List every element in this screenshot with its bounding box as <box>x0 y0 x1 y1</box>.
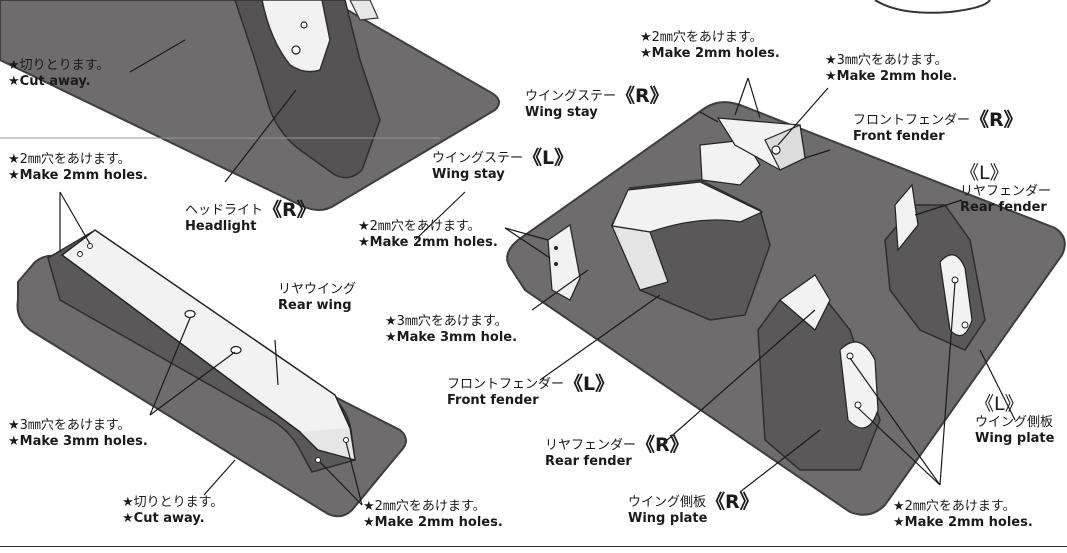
label-holes2-top: ★2㎜穴をあけます。 ★Make 2mm holes. <box>640 30 780 62</box>
main-tray <box>506 101 1066 516</box>
label-front-fender-l-jp: フロントフェンダー <box>447 377 565 392</box>
label-front-fender-l: フロントフェンダー《L》 Front fender <box>447 373 615 409</box>
label-holes2-right-jp: ★2㎜穴をあけます。 <box>893 499 1016 514</box>
label-rear-fender-l-en: Rear fender <box>960 200 1047 215</box>
label-rear-fender-r-side: 《R》 <box>636 434 689 456</box>
label-holes2-bottom-en: ★Make 2mm holes. <box>363 515 503 530</box>
label-holes2-left: ★2㎜穴をあけます。 ★Make 2mm holes. <box>8 152 148 184</box>
label-rear-fender-r-jp: リヤフェンダー <box>545 438 637 453</box>
label-front-fender-l-en: Front fender <box>447 393 539 408</box>
label-cut-away-bottom-en: ★Cut away. <box>122 511 205 526</box>
label-headlight-r-jp: ヘッドライト <box>185 203 264 218</box>
bottom-divider <box>0 546 1067 547</box>
label-rear-fender-r-en: Rear fender <box>545 454 632 469</box>
label-holes2-bottom: ★2㎜穴をあけます。 ★Make 2mm holes. <box>363 499 503 531</box>
label-cut-away-bottom-jp: ★切りとります。 <box>122 495 224 510</box>
rear-wing-tray <box>16 229 407 518</box>
label-wing-plate-r-jp: ウイング側板 <box>628 495 707 510</box>
label-rear-wing-jp: リヤウイング <box>278 282 357 297</box>
label-wing-stay-l-side: 《L》 <box>523 147 574 169</box>
label-wing-stay-r-en: Wing stay <box>525 105 598 120</box>
label-hole3-top-jp: ★3㎜穴をあけます。 <box>825 53 948 68</box>
label-wing-plate-r-side: 《R》 <box>706 491 759 513</box>
label-wing-stay-r-jp: ウイングステー <box>525 89 617 104</box>
label-wing-stay-l-en: Wing stay <box>432 167 505 182</box>
label-holes2-bottom-jp: ★2㎜穴をあけます。 <box>363 499 486 514</box>
label-hole3-top-en: ★Make 2mm hole. <box>825 69 958 84</box>
label-holes2-right-en: ★Make 2mm holes. <box>893 515 1033 530</box>
label-headlight-r-en: Headlight <box>185 219 257 234</box>
label-holes2-mid: ★2㎜穴をあけます。 ★Make 2mm holes. <box>358 219 498 251</box>
label-wing-plate-l-en: Wing plate <box>975 431 1055 446</box>
label-wing-plate-l: 《L》ウイング側板 Wing plate <box>975 393 1055 447</box>
leader-lines <box>59 39 1016 506</box>
label-wing-stay-r: ウイングステー《R》 Wing stay <box>525 85 669 121</box>
label-wing-plate-r-en: Wing plate <box>628 511 708 526</box>
label-rear-fender-l: 《L》リヤフェンダー Rear fender <box>960 162 1052 216</box>
label-cut-away-top-jp: ★切りとります。 <box>8 58 110 73</box>
label-front-fender-r-side: 《R》 <box>970 109 1023 131</box>
label-headlight-r-side: 《R》 <box>263 199 316 221</box>
label-wing-stay-l-jp: ウイングステー <box>432 151 524 166</box>
label-holes2-left-en: ★Make 2mm holes. <box>8 168 148 183</box>
label-rear-fender-l-side: 《L》 <box>960 162 1009 184</box>
label-rear-fender-l-jp: リヤフェンダー <box>960 184 1052 199</box>
label-holes2-right: ★2㎜穴をあけます。 ★Make 2mm holes. <box>893 499 1033 531</box>
label-holes2-mid-en: ★Make 2mm holes. <box>358 235 498 250</box>
label-wing-plate-r: ウイング側板《R》 Wing plate <box>628 491 759 527</box>
label-front-fender-r-en: Front fender <box>853 129 945 144</box>
label-wing-plate-l-jp: ウイング側板 <box>975 415 1054 430</box>
label-front-fender-r: フロントフェンダー《R》 Front fender <box>853 109 1023 145</box>
label-rear-fender-r: リヤフェンダー《R》 Rear fender <box>545 434 689 470</box>
label-holes3-left-jp: ★3㎜穴をあけます。 <box>8 418 131 433</box>
label-holes3-mid-en: ★Make 3mm hole. <box>385 330 518 345</box>
label-wing-plate-l-side: 《L》 <box>975 393 1024 415</box>
label-holes3-left-en: ★Make 3mm holes. <box>8 434 148 449</box>
label-holes2-top-jp: ★2㎜穴をあけます。 <box>640 30 763 45</box>
label-holes2-mid-jp: ★2㎜穴をあけます。 <box>358 219 481 234</box>
label-holes3-mid: ★3㎜穴をあけます。 ★Make 3mm hole. <box>385 314 517 346</box>
label-headlight-r: ヘッドライト《R》 Headlight <box>185 199 316 235</box>
label-cut-away-bottom: ★切りとります。 ★Cut away. <box>122 495 223 527</box>
label-rear-wing: リヤウイング Rear wing <box>278 282 356 314</box>
label-holes3-left: ★3㎜穴をあけます。 ★Make 3mm holes. <box>8 418 148 450</box>
top-right-edge <box>874 0 991 14</box>
label-wing-stay-r-side: 《R》 <box>616 85 669 107</box>
label-front-fender-l-side: 《L》 <box>564 373 615 395</box>
label-cut-away-top-en: ★Cut away. <box>8 74 91 89</box>
label-rear-wing-en: Rear wing <box>278 298 352 313</box>
label-holes2-top-en: ★Make 2mm holes. <box>640 46 780 61</box>
label-holes2-left-jp: ★2㎜穴をあけます。 <box>8 152 131 167</box>
top-left-tray <box>0 0 500 211</box>
label-cut-away-top: ★切りとります。 ★Cut away. <box>8 58 109 90</box>
label-hole3-top: ★3㎜穴をあけます。 ★Make 2mm hole. <box>825 53 957 85</box>
label-holes3-mid-jp: ★3㎜穴をあけます。 <box>385 314 508 329</box>
label-wing-stay-l: ウイングステー《L》 Wing stay <box>432 147 574 183</box>
label-front-fender-r-jp: フロントフェンダー <box>853 113 971 128</box>
